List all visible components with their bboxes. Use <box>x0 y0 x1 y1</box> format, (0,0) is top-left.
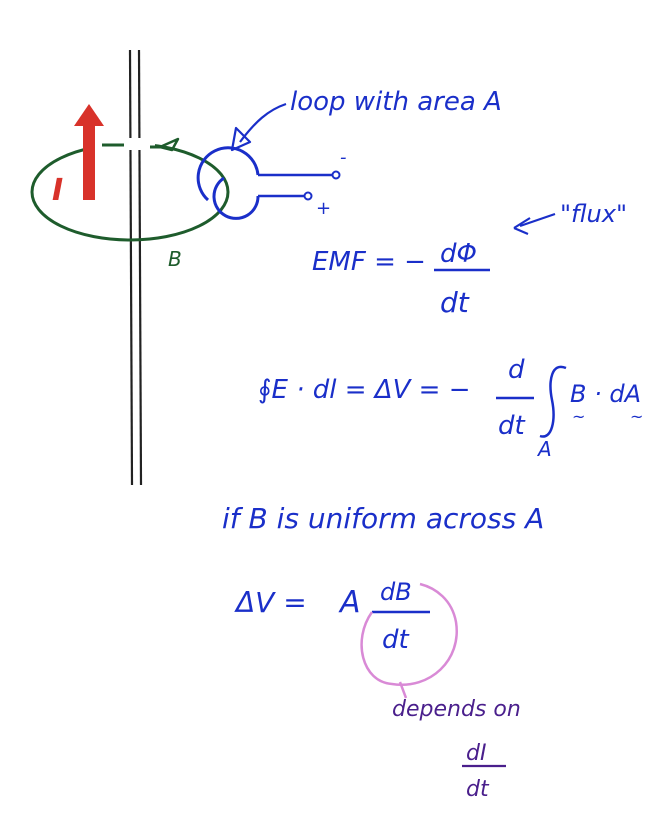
tilde-da: ~ <box>630 407 643 426</box>
line-integral-numerator: d <box>508 355 525 385</box>
depends-numerator: dI <box>466 741 486 766</box>
highlight-pointer <box>398 681 408 699</box>
loop-pointer-head <box>230 126 252 152</box>
sensing-loop-inner <box>212 176 260 220</box>
depends-on-label: depends on <box>392 697 521 722</box>
minus-terminal-label: - <box>340 147 347 168</box>
result-numerator: dB <box>380 578 412 606</box>
wire-line-left <box>128 49 134 486</box>
terminal-plus <box>303 191 313 201</box>
highlight-circle <box>360 582 458 687</box>
current-arrow-shaft <box>83 122 95 200</box>
line-integral-lhs: ∮E · dl = ΔV = − <box>258 375 470 405</box>
emf-denominator: dt <box>440 286 470 319</box>
field-loop-gap <box>95 138 155 150</box>
current-label: I <box>52 173 63 208</box>
field-arrowhead <box>158 137 180 152</box>
surface-integrand: B · dA <box>570 380 641 408</box>
flux-pointer-head <box>513 217 531 236</box>
line-integral-denominator: dt <box>498 411 526 441</box>
plus-terminal-label: + <box>316 198 331 219</box>
field-label: B <box>168 247 182 271</box>
tilde-b: ~ <box>572 407 585 426</box>
result-coefficient: A <box>338 585 361 620</box>
loop-pointer-arrow <box>239 102 287 143</box>
result-lhs: ΔV = <box>234 586 307 619</box>
surface-subscript: A <box>536 437 552 461</box>
flux-pointer-arrow <box>519 212 556 228</box>
emf-numerator: dΦ <box>440 239 477 269</box>
current-arrow-head <box>74 104 104 126</box>
sensing-loop-outer <box>196 146 260 202</box>
depends-denominator: dt <box>466 777 490 802</box>
flux-label: "flux" <box>560 200 627 228</box>
terminal-minus <box>331 170 341 180</box>
result-denominator: dt <box>382 625 410 655</box>
surface-integral-sign <box>539 365 567 438</box>
loop-label: loop with area A <box>290 87 502 117</box>
wire-line-right <box>137 49 143 486</box>
uniform-statement: if B is uniform across A <box>222 502 544 535</box>
emf-lhs: EMF = − <box>312 247 426 277</box>
